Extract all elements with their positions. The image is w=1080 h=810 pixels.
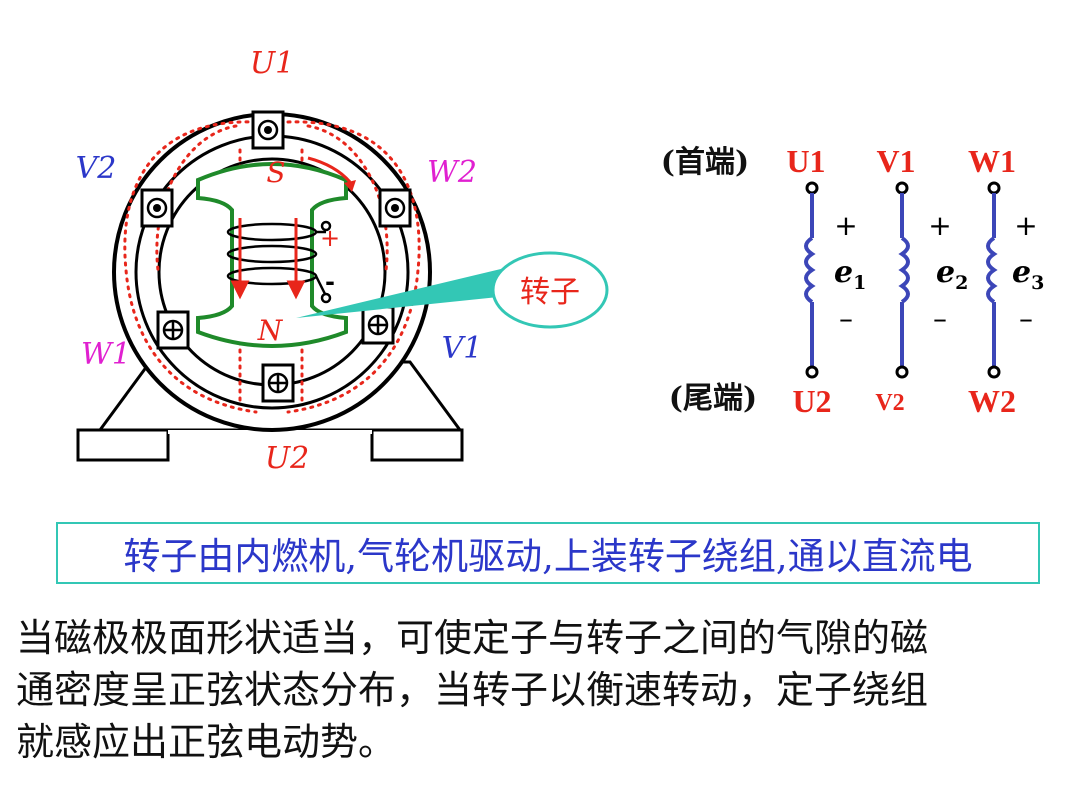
rotor-coil (226, 220, 332, 304)
emf-label-e3: e3 (1012, 255, 1044, 294)
label-v1: V1 (442, 331, 483, 366)
plus-sign-v: + (928, 209, 951, 242)
label-v2: V2 (76, 151, 117, 186)
terminal-u1-icon (251, 110, 285, 150)
explanation-line-3: 就感应出正弦电动势。 (16, 720, 397, 764)
terminal-label-w1: W1 (968, 143, 1016, 179)
explanation-line-1: 当磁极极面形状适当，可使定子与转子之间的气隙的磁 (16, 616, 929, 660)
head-end-label: (首端) (661, 145, 749, 180)
minus-sign-w: – (1019, 302, 1033, 335)
tail-end-label: (尾端) (669, 381, 757, 416)
caption-text: 转子由内燃机,气轮机驱动,上装转子绕组,通以直流电 (123, 535, 973, 578)
emf-label-e1: e1 (834, 255, 866, 294)
terminal-v2-icon (140, 188, 174, 228)
rotor-plus-label: + (320, 224, 340, 252)
plus-sign-w: + (1014, 209, 1037, 242)
terminal-w2-icon (378, 188, 412, 228)
terminal-label-v2: V2 (875, 390, 904, 416)
terminal-v1-icon (361, 305, 395, 345)
terminal-w1-icon (156, 310, 190, 350)
label-w2: W2 (427, 155, 477, 190)
label-u2: U2 (265, 441, 309, 476)
terminal-u2-icon (261, 363, 295, 403)
minus-sign-v: – (933, 302, 947, 335)
rotor-callout-label: 转子 (520, 275, 580, 310)
winding-v (895, 181, 910, 379)
rotor-callout (296, 251, 609, 329)
rotor-minus-label: - (325, 268, 335, 296)
rotor-core (196, 162, 348, 348)
minus-sign-u: – (839, 302, 853, 335)
pole-n-label: N (257, 314, 284, 347)
terminal-label-u2: U2 (792, 383, 831, 419)
winding-u (804, 181, 819, 379)
label-u1: U1 (250, 46, 294, 81)
caption-box: 转子由内燃机,气轮机驱动,上装转子绕组,通以直流电 (56, 522, 1040, 584)
plus-sign-u: + (834, 209, 857, 242)
rotation-arrow (307, 156, 356, 192)
terminal-label-v1: V1 (876, 143, 915, 179)
terminal-label-w2: W2 (968, 383, 1016, 419)
label-w1: W1 (81, 337, 131, 372)
explanation-paragraph: 当磁极极面形状适当，可使定子与转子之间的气隙的磁 通密度呈正弦状态分布，当转子以… (16, 612, 1076, 768)
emf-label-e2: e2 (936, 255, 968, 294)
flux-arrows (230, 218, 306, 300)
terminal-label-u1: U1 (786, 143, 825, 179)
explanation-line-2: 通密度呈正弦状态分布，当转子以衡速转动，定子绕组 (16, 668, 929, 712)
pole-s-label: S (266, 156, 285, 189)
winding-w (986, 181, 1001, 379)
